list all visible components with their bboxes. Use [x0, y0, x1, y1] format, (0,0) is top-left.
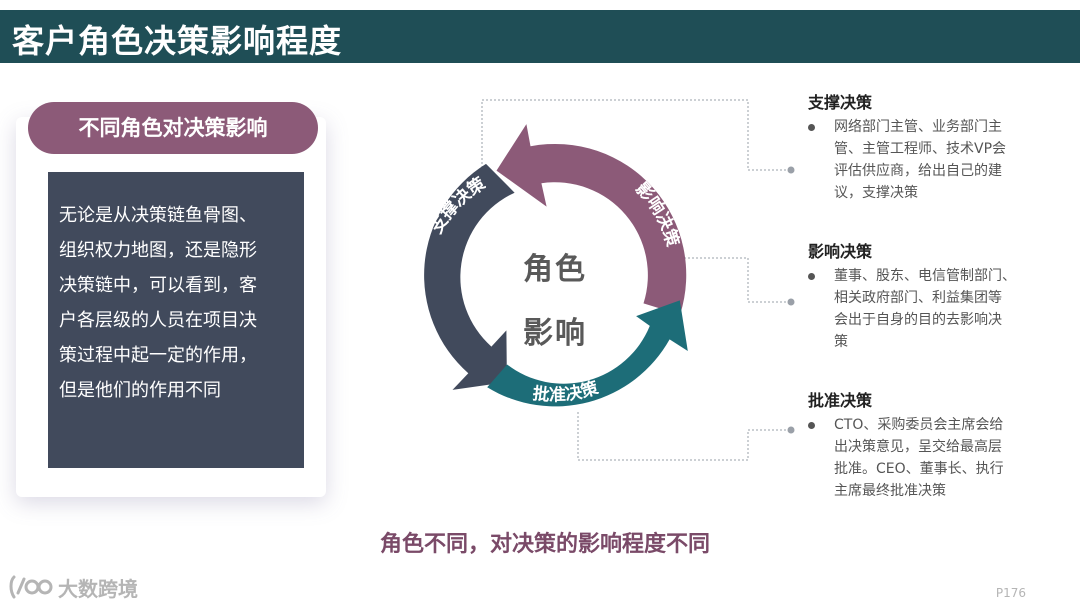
section-line: 管、主管工程师、技术VP会: [834, 141, 1007, 157]
section-body-approve: CTO、采购委员会主席会给 出决策意见，呈交给最高层 批准。CEO、董事长、执行…: [808, 414, 1038, 502]
section-line: 相关政府部门、利益集团等: [834, 290, 1002, 306]
section-title-support: 支撑决策: [808, 93, 873, 112]
section-line: 批准。CEO、董事长、执行: [834, 461, 1004, 477]
section-line: 出决策意见，呈交给最高层: [834, 439, 1002, 455]
section-line: 评估供应商，给出自己的建: [834, 163, 1002, 179]
card-text-line: 组织权力地图，还是隐形: [59, 240, 257, 261]
approve-arc: [487, 300, 688, 407]
section-body-influence: 董事、股东、电信管制部门、 相关政府部门、利益集团等 会出于自身的目的去影响决 …: [808, 265, 1038, 353]
bullet-icon: [808, 273, 815, 280]
page-number: P176: [995, 586, 1026, 600]
center-word-role: 角色: [523, 252, 587, 287]
section-line: 策: [834, 334, 848, 350]
role-cycle-diagram: 支撑决策 影响决策 批准决策: [424, 124, 688, 407]
conclusion-text: 角色不同，对决策的影响程度不同: [379, 532, 710, 557]
title-bar: 客户角色决策影响程度: [0, 10, 1080, 63]
section-line: 主席最终批准决策: [834, 483, 946, 499]
card-text-line: 策过程中起一定的作用，: [59, 345, 257, 366]
section-title-approve: 批准决策: [808, 391, 873, 410]
section-line: 董事、股东、电信管制部门、: [834, 268, 1016, 284]
influence-arc: [496, 124, 687, 315]
section-body-support: 网络部门主管、业务部门主 管、主管工程师、技术VP会 评估供应商，给出自己的建 …: [808, 116, 1038, 204]
section-line: CTO、采购委员会主席会给: [834, 417, 1004, 433]
center-word-influence: 影响: [523, 316, 587, 351]
support-arc: [424, 163, 515, 390]
card-text-line: 户各层级的人员在项目决: [59, 310, 257, 331]
section-title-influence: 影响决策: [808, 242, 873, 261]
section-line: 会出于自身的目的去影响决: [834, 312, 1002, 328]
logo-text: 大数跨境: [58, 576, 138, 601]
page-title: 客户角色决策影响程度: [12, 22, 343, 60]
bullet-icon: [808, 124, 815, 131]
card-text-line: 但是他们的作用不同: [59, 380, 221, 401]
section-line: 网络部门主管、业务部门主: [834, 119, 1002, 135]
card-text-line: 无论是从决策链鱼骨图、: [59, 205, 257, 226]
bullet-icon: [808, 422, 815, 429]
card-text-box: 无论是从决策链鱼骨图、 组织权力地图，还是隐形 决策链中，可以看到，客 户各层级…: [48, 172, 304, 468]
card-text-line: 决策链中，可以看到，客: [59, 275, 257, 296]
section-line: 议，支撑决策: [834, 185, 918, 201]
card-heading-pill: 不同角色对决策影响: [28, 102, 318, 154]
logo-icon: [9, 575, 53, 599]
footer-logo: 大数跨境: [8, 572, 138, 602]
